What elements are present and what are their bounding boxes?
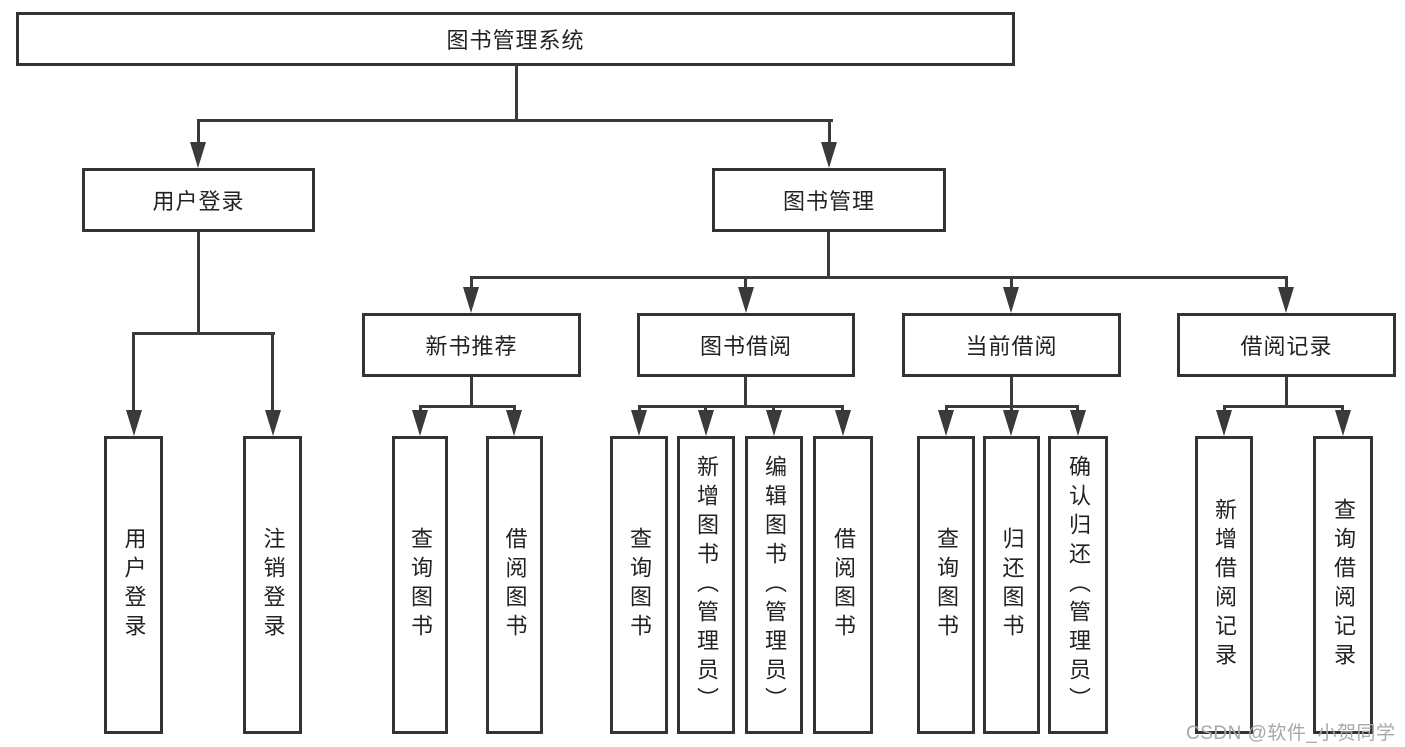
node-user-login: 用户登录 (82, 168, 315, 232)
node-current-borrow: 当前借阅 (902, 313, 1121, 377)
csdn-watermark: CSDN @软件_小贺同学 (1186, 723, 1396, 744)
leaf-br-query-record-label: 查询借阅记录 (1331, 498, 1356, 672)
leaf-bb-query-book: 查询图书 (610, 436, 668, 734)
connector-line (1341, 405, 1344, 413)
node-current-borrow-label: 当前借阅 (965, 334, 1058, 359)
arrow-down-icon (126, 410, 142, 436)
leaf-cb-query-book-label: 查询图书 (934, 527, 959, 643)
leaf-rec-borrow-book: 借阅图书 (486, 436, 543, 734)
leaf-bb-edit-book-label: 编辑图书（管理员） (762, 454, 787, 716)
connector-line (470, 276, 473, 290)
node-root-label: 图书管理系统 (446, 28, 585, 53)
node-root: 图书管理系统 (16, 12, 1015, 66)
arrow-down-icon (821, 142, 837, 168)
connector-line (744, 276, 747, 290)
leaf-bb-add-book: 新增图书（管理员） (677, 436, 735, 734)
leaf-logout: 注销登录 (243, 436, 302, 734)
leaf-cb-return-book: 归还图书 (983, 436, 1040, 734)
connector-line (1223, 405, 1344, 408)
node-borrow-record-label: 借阅记录 (1240, 334, 1333, 359)
node-book-management-label: 图书管理 (782, 189, 875, 214)
arrow-down-icon (506, 410, 522, 436)
leaf-bb-query-book-label: 查询图书 (627, 527, 652, 643)
arrow-down-icon (1003, 287, 1019, 313)
arrow-down-icon (938, 410, 954, 436)
leaf-cb-query-book: 查询图书 (917, 436, 975, 734)
connector-line (827, 232, 830, 279)
leaf-user-login-label: 用户登录 (121, 527, 147, 643)
arrow-down-icon (698, 410, 714, 436)
leaf-cb-confirm-return-label: 确认归还（管理员） (1066, 454, 1091, 716)
leaf-bb-borrow-book-label: 借阅图书 (831, 527, 856, 643)
connector-line (744, 377, 747, 408)
connector-line (197, 232, 200, 335)
arrow-down-icon (463, 287, 479, 313)
arrow-down-icon (1003, 410, 1019, 436)
leaf-br-add-record: 新增借阅记录 (1195, 436, 1253, 734)
arrow-down-icon (766, 410, 782, 436)
node-new-book-recommend: 新书推荐 (362, 313, 581, 377)
connector-line (419, 405, 422, 413)
leaf-cb-confirm-return: 确认归还（管理员） (1048, 436, 1108, 734)
connector-line (513, 405, 516, 413)
arrow-down-icon (631, 410, 647, 436)
connector-line (772, 405, 775, 413)
connector-line (515, 64, 518, 122)
connector-line (197, 119, 200, 148)
connector-line (1010, 377, 1013, 408)
connector-line (1285, 276, 1288, 290)
arrow-down-icon (1070, 410, 1086, 436)
connector-line (470, 377, 473, 408)
node-book-borrow-label: 图书借阅 (699, 334, 792, 359)
connector-line (1076, 405, 1079, 413)
connector-line (841, 405, 844, 413)
node-book-borrow: 图书借阅 (637, 313, 855, 377)
arrow-down-icon (412, 410, 428, 436)
connector-line (132, 332, 275, 335)
arrow-down-icon (265, 410, 281, 436)
connector-line (638, 405, 641, 413)
arrow-down-icon (738, 287, 754, 313)
leaf-rec-query-book: 查询图书 (392, 436, 448, 734)
node-new-book-recommend-label: 新书推荐 (425, 334, 518, 359)
connector-line (704, 405, 707, 413)
connector-line (197, 119, 833, 122)
arrow-down-icon (835, 410, 851, 436)
connector-line (419, 405, 516, 408)
leaf-user-login: 用户登录 (104, 436, 163, 734)
leaf-rec-borrow-book-label: 借阅图书 (502, 527, 528, 643)
leaf-br-query-record: 查询借阅记录 (1313, 436, 1373, 734)
connector-line (638, 405, 844, 408)
leaf-bb-borrow-book: 借阅图书 (813, 436, 873, 734)
arrow-down-icon (1216, 410, 1232, 436)
arrow-down-icon (1335, 410, 1351, 436)
connector-line (828, 119, 831, 148)
leaf-bb-edit-book: 编辑图书（管理员） (745, 436, 803, 734)
leaf-bb-add-book-label: 新增图书（管理员） (694, 454, 719, 716)
node-borrow-record: 借阅记录 (1177, 313, 1396, 377)
connector-line (1285, 377, 1288, 408)
leaf-br-add-record-label: 新增借阅记录 (1212, 498, 1237, 672)
arrow-down-icon (190, 142, 206, 168)
connector-line (271, 332, 274, 414)
connector-line (132, 332, 135, 414)
connector-line (470, 276, 1288, 279)
node-user-login-label: 用户登录 (152, 189, 245, 214)
connector-line (1223, 405, 1226, 413)
arrow-down-icon (1278, 287, 1294, 313)
connector-line (1010, 276, 1013, 290)
node-book-management: 图书管理 (712, 168, 946, 232)
leaf-cb-return-book-label: 归还图书 (999, 527, 1025, 643)
leaf-logout-label: 注销登录 (260, 527, 286, 643)
connector-line (945, 405, 948, 413)
connector-line (1010, 405, 1013, 413)
leaf-rec-query-book-label: 查询图书 (408, 527, 433, 643)
